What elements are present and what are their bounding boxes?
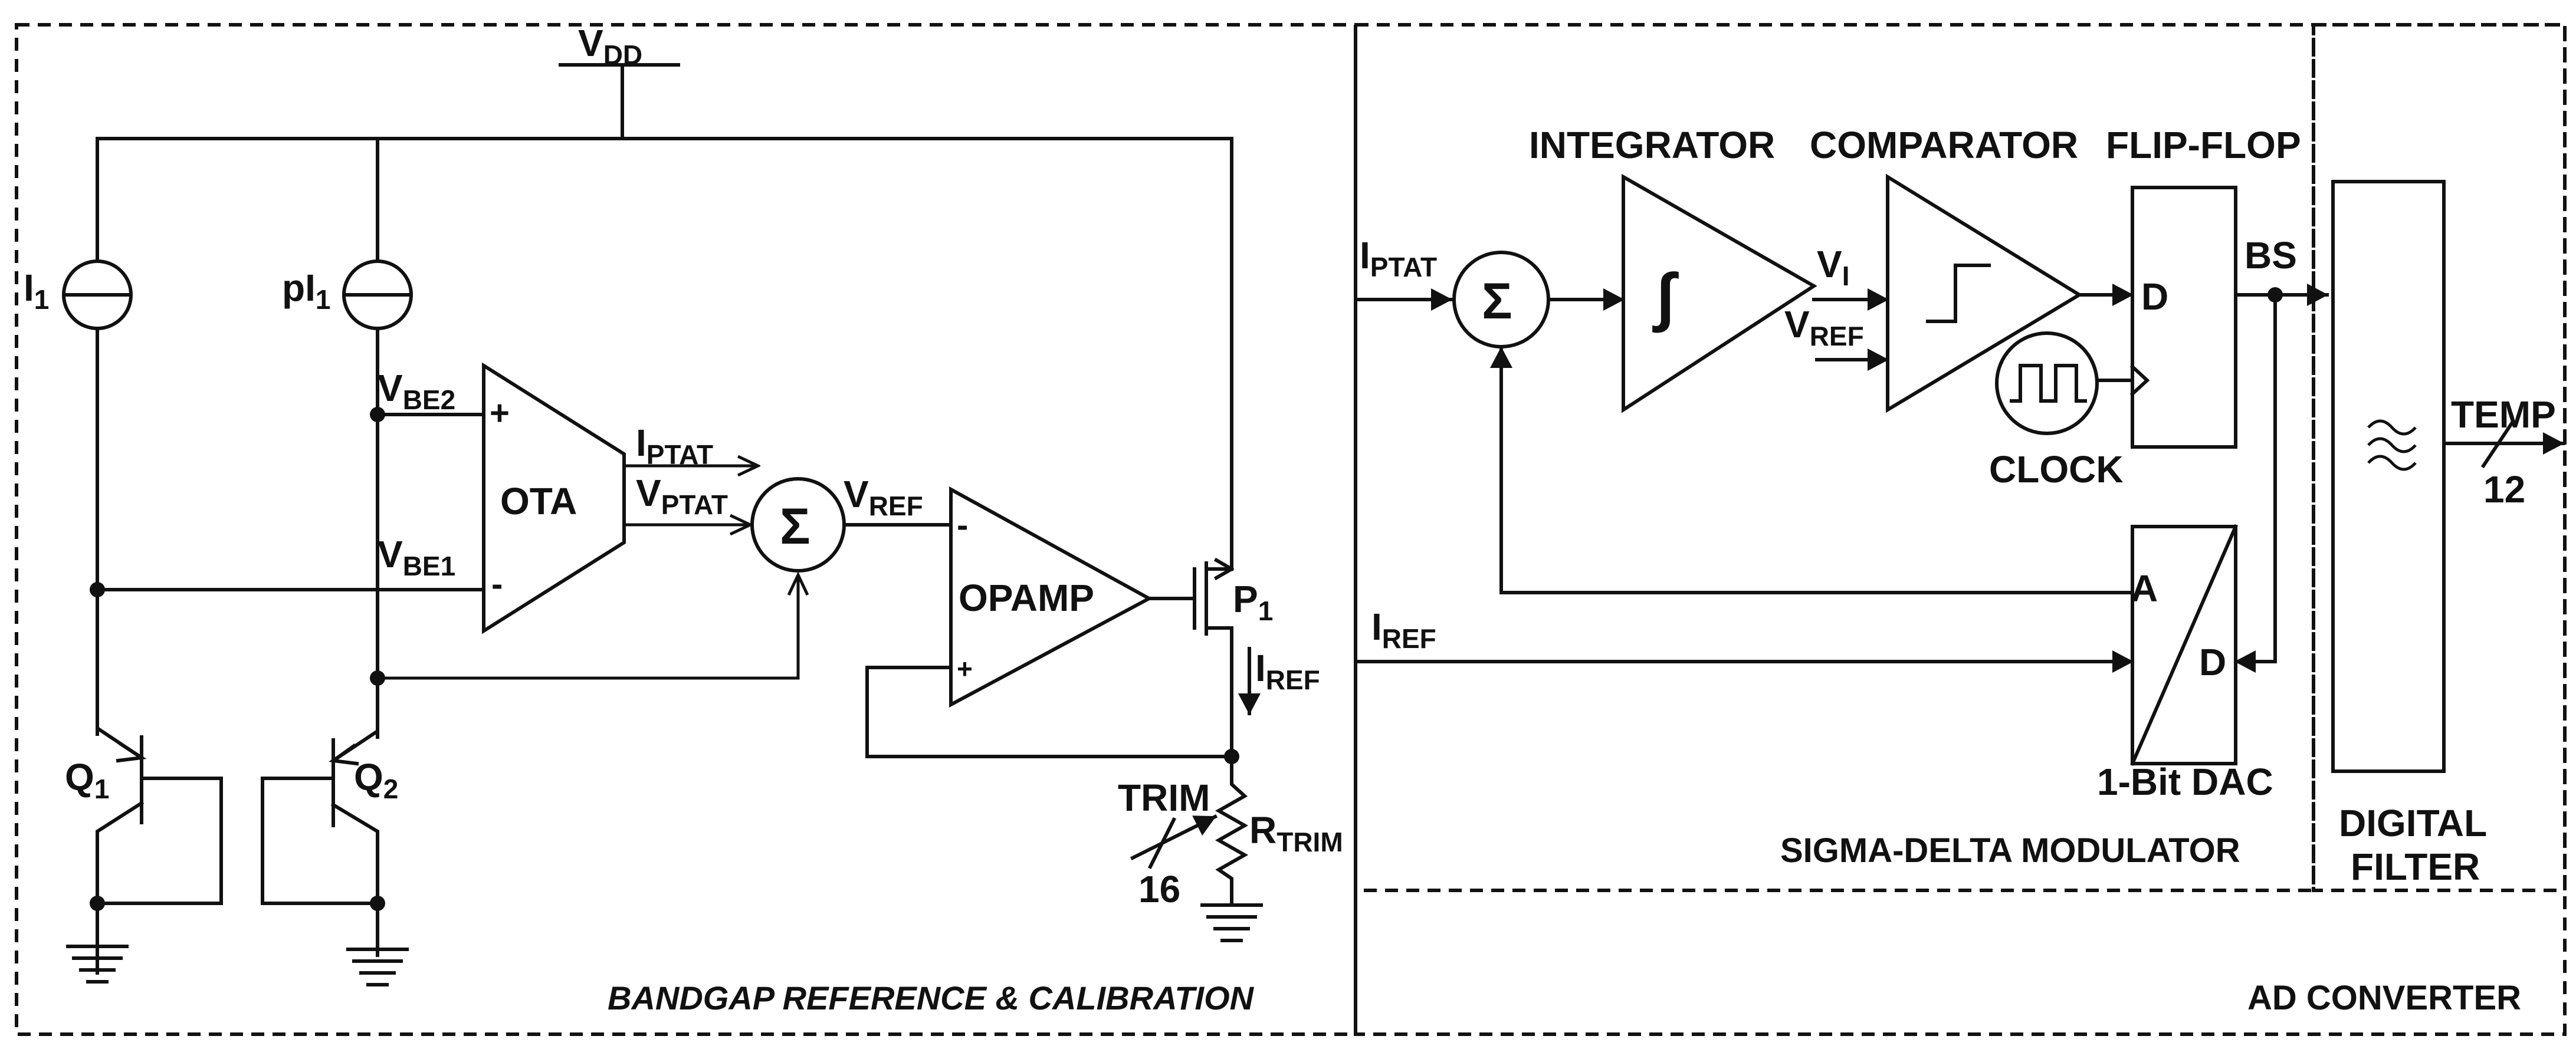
- bandgap-section-label: BANDGAP REFERENCE & CALIBRATION: [608, 979, 1255, 1017]
- vdd-label: VDD: [578, 22, 642, 70]
- temp-bits-label: 12: [2483, 468, 2525, 511]
- trim-bus-slash: [1147, 817, 1177, 870]
- opamp-feedback-wire: [865, 666, 1233, 758]
- vbe1-label: VBE1: [378, 533, 455, 581]
- opamp-block: [949, 486, 1153, 708]
- vdd-symbol: [559, 63, 680, 140]
- comparator-block: [1886, 173, 2083, 413]
- vbe2-lower-junction: [370, 670, 385, 686]
- vbe2-junction: [370, 407, 385, 422]
- temp-label: TEMP: [2451, 393, 2556, 436]
- dac-diagonal: [2130, 524, 2238, 766]
- dac-d-label: D: [2199, 641, 2226, 683]
- filter-label-line2: FILTER: [2351, 846, 2480, 888]
- comparator-step-icon: [1926, 264, 1991, 323]
- q1-label: Q1: [65, 756, 109, 804]
- vbe-feedback-wire: [378, 575, 798, 680]
- clock-waveform-icon: [2010, 364, 2087, 403]
- lowpass-filter-icon: [2367, 419, 2417, 471]
- mod-iptat-label: IPTAT: [1360, 234, 1437, 282]
- mod-sum-symbol: Σ: [1482, 273, 1512, 330]
- q1-collector-junction: [90, 896, 105, 911]
- q2-ground-icon: [346, 948, 409, 986]
- opamp-plus: +: [957, 653, 973, 684]
- ff-clock-input-icon: [2129, 364, 2150, 397]
- q2-label: Q2: [354, 756, 398, 804]
- bs-label: BS: [2244, 234, 2297, 277]
- dac-feedback-arrow: [1490, 346, 2134, 594]
- modulator-section-border: [1354, 23, 2315, 892]
- mod-iref-label: IREF: [1371, 606, 1436, 654]
- vptat-label: VPTAT: [636, 472, 728, 520]
- ota-label: OTA: [500, 480, 577, 522]
- ota-plus: +: [490, 394, 510, 432]
- temp-bus-slash: [2480, 419, 2516, 469]
- integrator-label: INTEGRATOR: [1529, 124, 1775, 166]
- pi1-current-source-icon: [342, 259, 413, 330]
- opamp-label: OPAMP: [959, 577, 1094, 619]
- clock-source-icon: [1995, 331, 2099, 435]
- iptat-label: IPTAT: [636, 422, 713, 470]
- modulator-section-label: SIGMA-DELTA MODULATOR: [1780, 831, 2240, 870]
- rtrim-label: RTRIM: [1249, 809, 1343, 857]
- opamp-minus: -: [957, 506, 968, 544]
- bandgap-section-border: [15, 23, 1357, 1036]
- dac-a-label: A: [2131, 567, 2158, 610]
- bandgap-sum-symbol: Σ: [780, 498, 810, 555]
- p1-label: P1: [1233, 578, 1273, 626]
- comparator-label: COMPARATOR: [1810, 124, 2078, 166]
- dac-label: 1-Bit DAC: [2097, 761, 2273, 803]
- q2-collector-junction: [370, 896, 385, 911]
- rtrim-ground-icon: [1200, 903, 1263, 942]
- vdd-rail: [96, 137, 1233, 509]
- trim-label: TRIM: [1118, 777, 1210, 819]
- mod-vref-label: VREF: [1784, 303, 1864, 351]
- trim-bits-label: 16: [1138, 868, 1180, 910]
- vbe2-label: VBE2: [378, 367, 455, 415]
- rtrim-resistor-icon: [1215, 755, 1249, 907]
- pi1-label: pI1: [282, 267, 330, 315]
- q2-transistor-icon: [261, 728, 379, 957]
- vref-label: VREF: [844, 473, 923, 521]
- p1-transistor-icon: [1193, 505, 1235, 757]
- ff-d-label: D: [2141, 275, 2168, 318]
- ota-block: [482, 362, 626, 634]
- vi-label: VI: [1817, 243, 1849, 291]
- filter-label-line1: DIGITAL: [2339, 802, 2487, 844]
- adc-section-label: AD CONVERTER: [2247, 979, 2521, 1017]
- vbe1-junction: [90, 582, 105, 597]
- ota-minus: -: [491, 565, 503, 603]
- digital-filter-block: [2331, 180, 2446, 773]
- q1-transistor-icon: [96, 725, 223, 975]
- trim-arrow: [1130, 814, 1218, 861]
- iref-label: IREF: [1255, 647, 1320, 695]
- i1-label: I1: [24, 267, 49, 315]
- filter-section-border: [2312, 23, 2567, 892]
- q1-ground-icon: [66, 945, 129, 984]
- flipflop-block: [2131, 186, 2237, 449]
- flipflop-label: FLIP-FLOP: [2106, 124, 2301, 166]
- clock-label: CLOCK: [1989, 448, 2124, 491]
- integrator-block: [1622, 173, 1817, 413]
- i1-current-source-icon: [62, 259, 133, 330]
- bs-to-dac-arrow: [2234, 293, 2277, 673]
